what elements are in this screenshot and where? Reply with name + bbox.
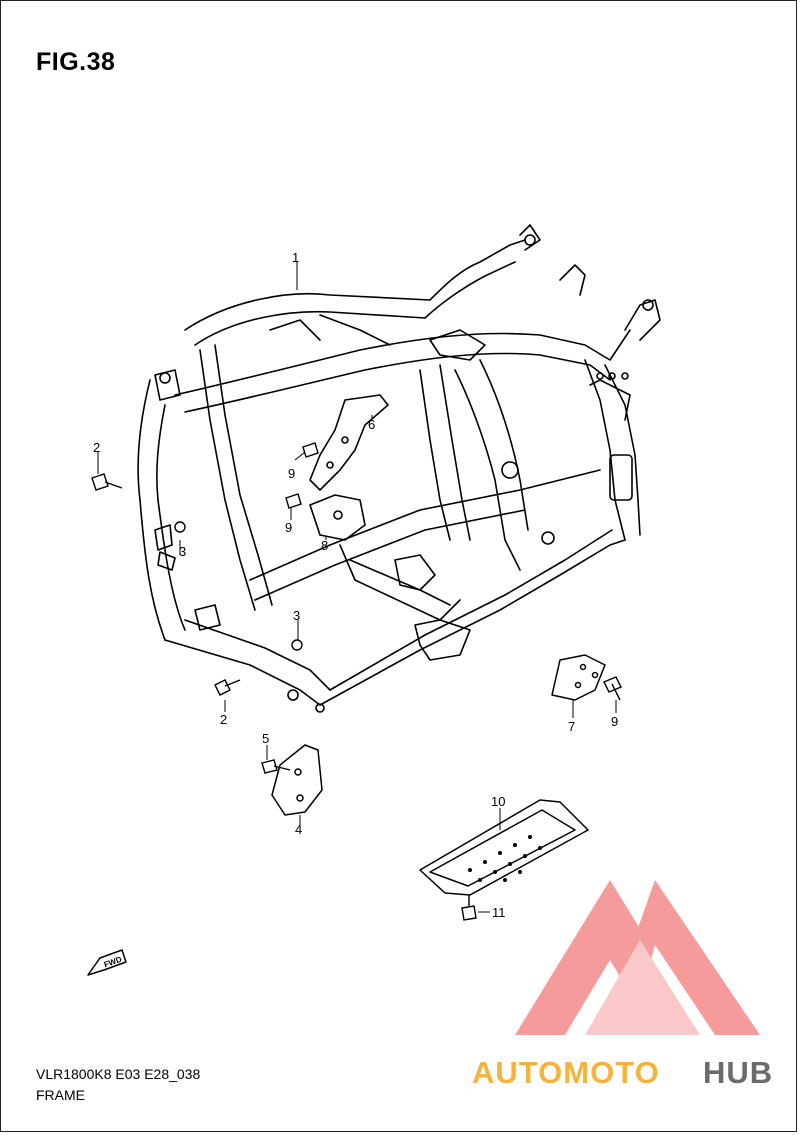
callout-11: 11 <box>492 905 506 920</box>
callout-4: 4 <box>295 822 302 837</box>
frame-assembly <box>137 224 661 713</box>
callout-8: 8 <box>321 538 328 553</box>
watermark-text-automoto: AUTOMOTO <box>472 1055 660 1090</box>
bolt-part-9-right <box>603 676 622 701</box>
bolt-part-2-upper <box>91 473 123 491</box>
leader-lines <box>97 262 617 913</box>
bolts-part-9-left <box>285 442 319 509</box>
callout-3-lower: 3 <box>293 608 300 623</box>
triangle-logo-icon <box>515 880 760 1035</box>
watermark-text-hub: HUB <box>703 1055 773 1090</box>
callout-9-right: 9 <box>611 714 618 729</box>
callout-9-upper: 9 <box>288 466 295 481</box>
callout-labels: 1 2 3 3 2 5 4 6 9 9 8 7 9 10 11 <box>93 250 618 920</box>
callout-10: 10 <box>491 794 505 809</box>
bracket-part-4 <box>271 744 323 816</box>
forward-direction-arrow-icon: FWD <box>87 949 127 976</box>
callout-2-upper: 2 <box>93 440 100 455</box>
bracket-part-7 <box>551 654 606 701</box>
automotohub-watermark: AUTOMOTO HUB <box>472 880 773 1090</box>
callout-1: 1 <box>292 250 299 265</box>
callout-5: 5 <box>262 731 269 746</box>
figure-name: FRAME <box>36 1087 85 1103</box>
callout-3-upper: 3 <box>179 544 186 559</box>
nut-part-3 <box>174 521 303 651</box>
callout-7: 7 <box>568 719 575 734</box>
bolt-part-5 <box>261 759 291 774</box>
bolt-part-2-lower <box>214 679 241 696</box>
callout-2-lower: 2 <box>220 712 227 727</box>
figure-title: FIG.38 <box>36 48 116 76</box>
figure-code: VLR1800K8 E03 E28_038 <box>36 1066 201 1082</box>
skid-plate-part-10 <box>419 799 589 896</box>
callout-9-middle: 9 <box>285 520 292 535</box>
bolt-part-11 <box>461 895 477 921</box>
callout-6: 6 <box>368 417 375 432</box>
